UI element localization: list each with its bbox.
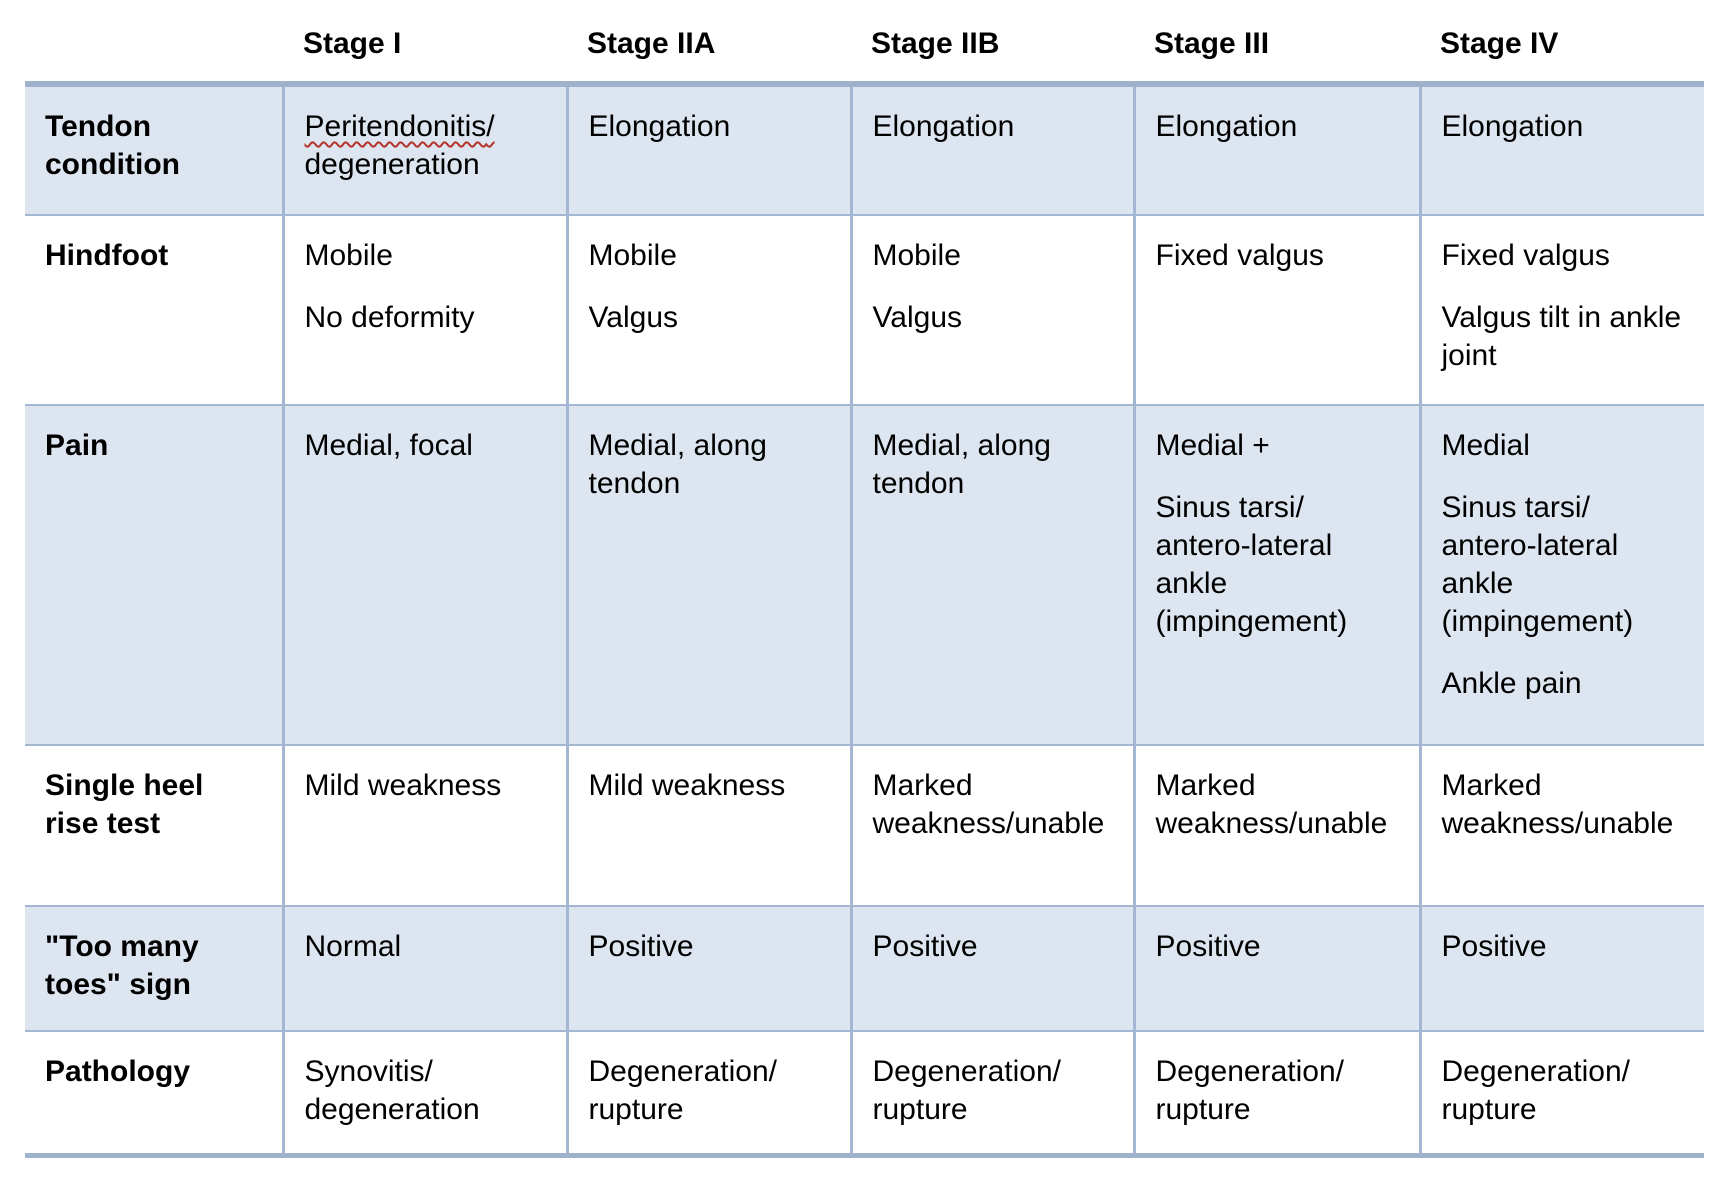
- table-cell: Marked weakness/unable: [1418, 745, 1704, 906]
- table-cell: Synovitis/degeneration: [281, 1031, 567, 1155]
- cell-paragraph: Medial, along tendon: [872, 429, 1051, 500]
- cell-paragraph: Marked weakness/unable: [872, 769, 1105, 840]
- table-row: "Too many toes" sign Normal Positive Positi…: [25, 906, 1704, 1031]
- table-cell: Degeneration/rupture: [1418, 1031, 1704, 1155]
- row-label-cell: Tendon condition: [25, 84, 283, 215]
- table-cell: Elongation: [1418, 84, 1704, 215]
- cell-paragraph: Medial, along tendon: [588, 429, 767, 500]
- cell-paragraph: Mild weakness: [588, 769, 786, 802]
- cell-paragraph: Synovitis/degeneration: [304, 1055, 480, 1126]
- table-cell: Elongation: [1132, 84, 1420, 215]
- cell-paragraph: Peritendonitis/degeneration: [305, 108, 546, 184]
- table-cell: Mild weakness: [281, 745, 567, 906]
- table-cell: Peritendonitis/degeneration: [281, 84, 567, 215]
- cell-paragraph: Valgus: [588, 301, 679, 334]
- table-cell: Marked weakness/unable: [1132, 745, 1420, 906]
- row-label-column-header: [25, 0, 283, 84]
- cell-paragraph: Marked weakness/unable: [1441, 769, 1674, 840]
- cell-paragraph: Fixed valgus: [1155, 239, 1324, 272]
- table-cell: Fixed valgus: [1132, 215, 1420, 405]
- cell-paragraph: Normal: [304, 930, 402, 963]
- row-label-cell: Pain: [25, 405, 283, 745]
- cell-paragraph: Elongation: [872, 110, 1015, 143]
- table-cell: Medial, along tendon: [849, 405, 1134, 745]
- column-header: Stage IV: [1420, 0, 1704, 84]
- cell-paragraph: Elongation: [588, 110, 731, 143]
- table-cell: Degeneration/rupture: [849, 1031, 1134, 1155]
- row-label: Single heel rise test: [45, 769, 204, 840]
- table-cell: Elongation: [849, 84, 1134, 215]
- cell-paragraph: Degeneration/rupture: [588, 1055, 777, 1126]
- cell-paragraph: Positive: [872, 930, 978, 963]
- table-row: Pain Medial, focal Medial, along tendon Med…: [25, 405, 1704, 745]
- table-cell: Medial, along tendon: [565, 405, 851, 745]
- row-label: Hindfoot: [45, 239, 169, 272]
- column-header: Stage I: [283, 0, 567, 84]
- cell-paragraph: Elongation: [1155, 110, 1298, 143]
- cell-paragraph: Degeneration/rupture: [1155, 1055, 1344, 1126]
- table-cell: Mild weakness: [565, 745, 851, 906]
- text-fragment: degeneration: [304, 148, 480, 181]
- table-cell: Positive: [1132, 906, 1420, 1031]
- row-label-cell: Hindfoot: [25, 215, 283, 405]
- column-header: Stage IIB: [851, 0, 1134, 84]
- table-cell: Medial, focal: [281, 405, 567, 745]
- cell-paragraph: Mild weakness: [304, 769, 502, 802]
- table-cell: Elongation: [565, 84, 851, 215]
- cell-paragraph: Positive: [588, 930, 694, 963]
- row-label: Pain: [45, 429, 109, 462]
- row-label-cell: "Too many toes" sign: [25, 906, 283, 1031]
- cell-paragraph: Ankle pain: [1441, 667, 1582, 700]
- table-cell: Positive: [1418, 906, 1704, 1031]
- table-cell: Positive: [565, 906, 851, 1031]
- table-cell: Medial + Sinus tarsi/antero-lateral ankle…: [1132, 405, 1420, 745]
- table-cell: Degeneration/rupture: [1132, 1031, 1420, 1155]
- cell-paragraph: Medial +: [1155, 429, 1270, 462]
- table-cell: Normal: [281, 906, 567, 1031]
- table-cell: Degeneration/rupture: [565, 1031, 851, 1155]
- row-label: Tendon condition: [45, 110, 180, 181]
- table-row: Tendon condition Peritendonitis/degenerat…: [25, 84, 1704, 215]
- cell-paragraph: Sinus tarsi/antero-lateral ankle (imping…: [1441, 491, 1634, 638]
- cell-paragraph: Degeneration/rupture: [1441, 1055, 1630, 1126]
- cell-paragraph: Mobile: [304, 239, 393, 272]
- cell-paragraph: Marked weakness/unable: [1155, 769, 1388, 840]
- table-cell: Positive: [849, 906, 1134, 1031]
- cell-paragraph: No deformity: [304, 301, 475, 334]
- cell-paragraph: Mobile: [588, 239, 677, 272]
- cell-paragraph: Fixed valgus: [1441, 239, 1610, 272]
- row-label-cell: Single heel rise test: [25, 745, 283, 906]
- cell-paragraph: Sinus tarsi/antero-lateral ankle (imping…: [1155, 491, 1348, 638]
- table-row: Pathology Synovitis/degeneration Degenerat…: [25, 1031, 1704, 1155]
- column-header: Stage IIA: [567, 0, 851, 84]
- misspelled-word: Peritendonitis/: [304, 110, 495, 143]
- row-label: Pathology: [45, 1055, 191, 1088]
- cell-paragraph: Positive: [1155, 930, 1261, 963]
- table-cell: Marked weakness/unable: [849, 745, 1134, 906]
- column-header: Stage III: [1134, 0, 1420, 84]
- cell-paragraph: Valgus: [872, 301, 963, 334]
- cell-paragraph: Mobile: [872, 239, 961, 272]
- row-label-cell: Pathology: [25, 1031, 283, 1155]
- cell-paragraph: Medial: [1441, 429, 1530, 462]
- cell-paragraph: Valgus tilt in ankle joint: [1441, 301, 1682, 372]
- cell-paragraph: Positive: [1441, 930, 1547, 963]
- cell-paragraph: Medial, focal: [304, 429, 473, 462]
- table-row: Single heel rise test Mild weakness Mild w…: [25, 745, 1704, 906]
- cell-paragraph: Elongation: [1441, 110, 1584, 143]
- cell-paragraph: Degeneration/rupture: [872, 1055, 1061, 1126]
- table-cell: Mobile No deformity: [281, 215, 567, 405]
- row-label: "Too many toes" sign: [45, 930, 199, 1001]
